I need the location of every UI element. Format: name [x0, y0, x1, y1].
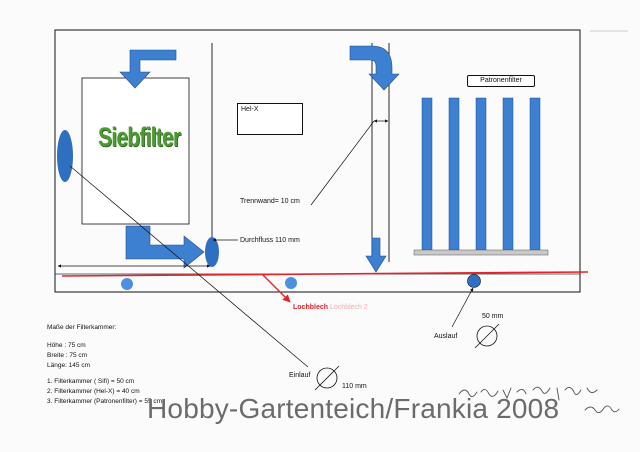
spec-width: Breite : 75 cm [47, 352, 88, 359]
helx-label-box: Hel-X [237, 103, 303, 135]
inlet-oval [57, 130, 73, 182]
siebfilter-logo: Siebfilter [98, 122, 181, 152]
inlet-size-label: 110 mm [342, 383, 367, 390]
spec-chamber-1: 1. Filterkammer ( Sifi) = 50 cm [47, 378, 135, 385]
cartridge [421, 97, 433, 251]
lochblech-ghost-text: Lochblech 2 [330, 304, 368, 311]
inlet-leader-line [69, 165, 309, 368]
divider-wall-label: Trennwand= 10 cm [240, 198, 300, 205]
inlet-label: Einlauf [289, 372, 311, 379]
spec-chamber-2: 2. Filterkammer (Hel-X) = 40 cm [47, 388, 140, 395]
cartridge-label: Patronenfilter [467, 75, 535, 87]
cartridge [475, 97, 487, 251]
outlet-hole [467, 274, 481, 288]
lochblech-text: Lochblech [293, 304, 329, 311]
cartridge [529, 97, 541, 251]
cartridge [502, 97, 514, 251]
watermark-credit: Hobby-Gartenteich/Frankia 2008 [147, 393, 560, 424]
spec-chamber-3: 3. Filterkammer (Patronenfilter) = 55 cm [47, 398, 163, 405]
specs-heading: Maße der Filterkammer: [47, 324, 117, 331]
outlet-label: Auslauf [434, 333, 458, 340]
handwritten-signature [458, 386, 620, 413]
divider-leader-line [310, 120, 375, 206]
drain-hole [121, 278, 133, 290]
inlet-pipe-symbol [316, 367, 338, 389]
passthrough-oval [205, 237, 219, 267]
chamber-specs: Maße der Filterkammer: Höhe : 75 cm Brei… [47, 323, 162, 407]
cartridge-group [421, 97, 541, 251]
tank-outline [54, 29, 581, 293]
spec-length: Länge: 145 cm [47, 362, 91, 369]
helx-to-cartridge-arrow [349, 45, 400, 91]
cartridge-down-arrow [365, 237, 387, 273]
helx-label: Hel-X [241, 106, 259, 113]
spec-height: Höhe : 75 cm [47, 342, 86, 349]
cartridge-base-plate [413, 249, 549, 256]
lochblech-line [61, 271, 589, 277]
flow-rate-label: Durchfluss 110 mm [240, 237, 300, 244]
outlet-pipe-symbol [476, 325, 498, 347]
siebfilter-box [81, 77, 190, 225]
outlet-leader-line [451, 287, 474, 328]
drain-hole [285, 277, 297, 289]
cartridge [448, 97, 460, 251]
outlet-pipe-slash [474, 323, 500, 349]
outlet-size-label: 50 mm [482, 313, 504, 320]
inlet-pipe-slash [314, 365, 340, 391]
inlet-flow-arrow [119, 49, 177, 89]
lochblech-pointer [261, 273, 291, 303]
sieve-outflow-arrow [125, 225, 205, 269]
